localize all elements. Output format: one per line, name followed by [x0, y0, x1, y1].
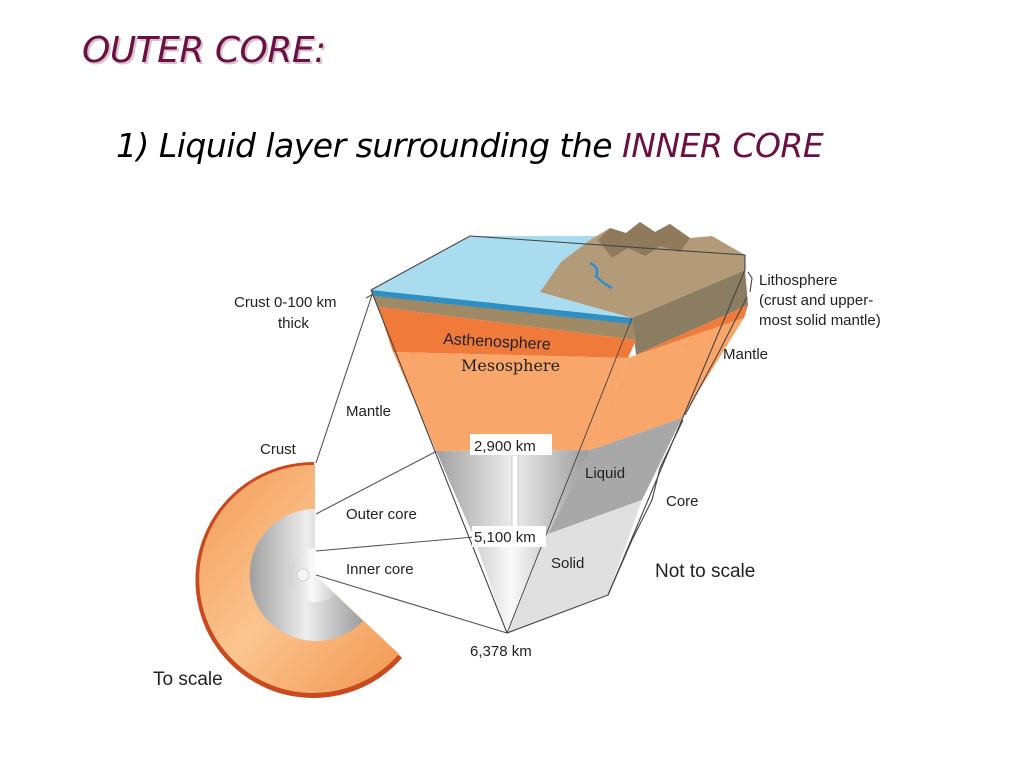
slide-title: OUTER CORE:: [82, 30, 326, 71]
not-to-scale-label: Not to scale: [655, 561, 755, 582]
front-face-asthenosphere: [378, 307, 636, 358]
core-center-dot: [296, 568, 310, 582]
lithosphere-label-line3: most solid mantle): [759, 312, 881, 329]
right-face-mantle: [590, 318, 744, 450]
asthenosphere-label: Asthenosphere: [443, 331, 551, 354]
liquid-label: Liquid: [585, 465, 625, 482]
crust-thickness-label-line2: thick: [278, 315, 309, 332]
right-mantle-label: Mantle: [723, 346, 768, 363]
crust-label: Crust: [260, 441, 297, 458]
front-face-mesosphere: [393, 352, 628, 451]
depth-2900-label: 2,900 km: [474, 438, 536, 455]
left-mantle-label: Mantle: [346, 403, 391, 420]
lithosphere-label-line1: Lithosphere: [759, 272, 837, 289]
right-face-crust: [632, 270, 748, 355]
depth-2900-box: [470, 434, 552, 455]
crust-thickness-label-line1: Crust 0-100 km: [234, 294, 337, 311]
mountain-shading: [598, 222, 690, 258]
right-face-inner-core: [507, 500, 642, 633]
outer-core-label: Outer core: [346, 506, 417, 523]
depth-5100-box: [472, 526, 546, 547]
mountain-terrain: [540, 222, 745, 318]
scale-leader-lines: [315, 291, 508, 634]
ocean-edge: [371, 290, 632, 324]
bullet-point: 1) Liquid layer surrounding the INNER CO…: [116, 126, 824, 165]
river: [589, 261, 613, 290]
mesosphere-label: Mesosphere: [461, 356, 560, 375]
front-face-inner-core: [474, 534, 548, 633]
right-face-outer-core: [548, 418, 682, 534]
inner-core-ring: [288, 548, 335, 602]
core-label: Core: [666, 493, 699, 510]
solid-label: Solid: [551, 555, 584, 572]
depth-5100-label: 5,100 km: [474, 529, 536, 546]
inner-core-label: Inner core: [346, 561, 414, 578]
right-brackets: [607, 271, 753, 596]
bullet-text: 1) Liquid layer surrounding the: [116, 126, 623, 165]
earth-wedge: [370, 222, 748, 634]
to-scale-label: To scale: [153, 669, 223, 690]
depth-6378-label: 6,378 km: [470, 643, 532, 660]
to-scale-cutaway: [195, 461, 402, 698]
lithosphere-label-line2: (crust and upper-: [759, 292, 873, 309]
bullet-highlight: INNER CORE: [622, 126, 824, 165]
depth-ruler: [511, 454, 519, 536]
wedge-front-edge: [506, 317, 633, 634]
